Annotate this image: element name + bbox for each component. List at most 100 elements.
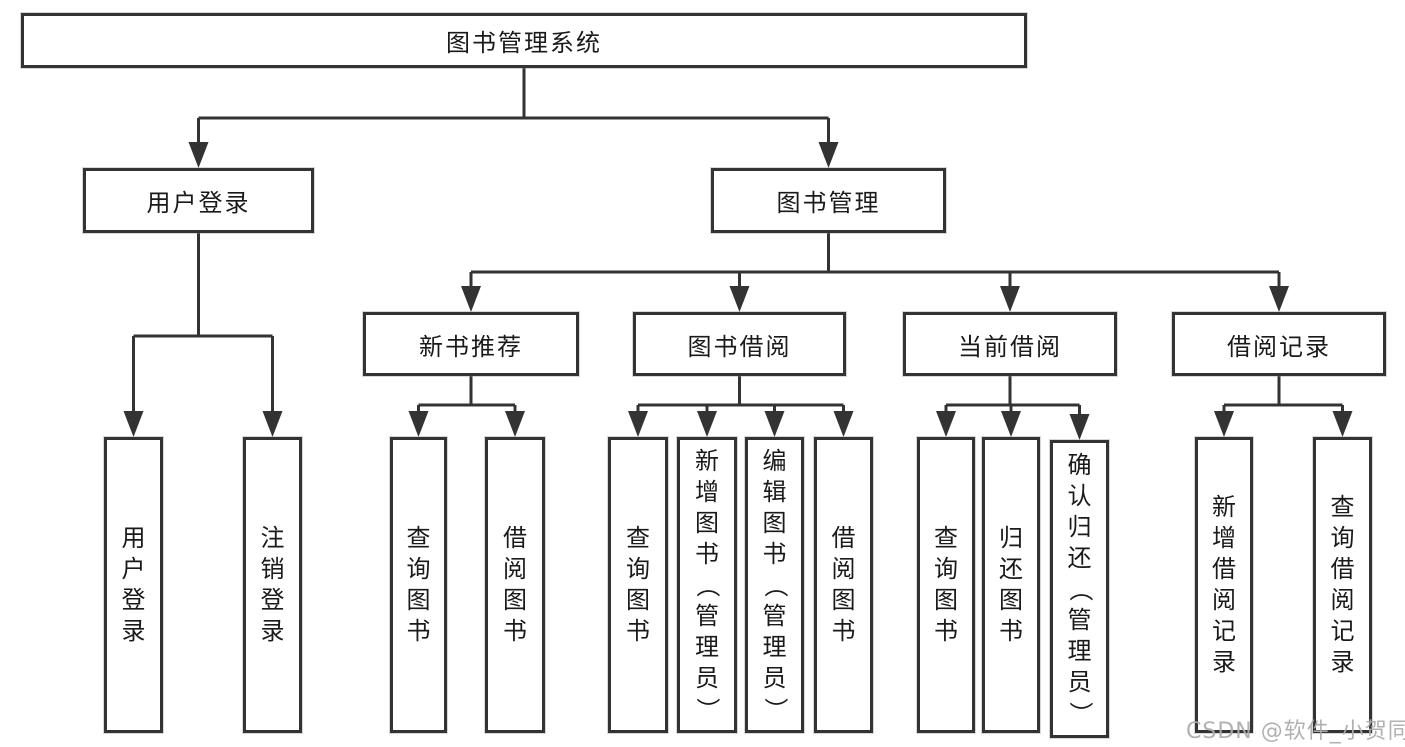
node-char: 注	[260, 524, 285, 552]
node-char: 员	[695, 663, 719, 692]
node-char: 还	[999, 555, 1023, 583]
node-char: 记	[1330, 617, 1355, 645]
node-char: 理	[762, 632, 787, 661]
node-nb-borrow-books: 借阅图书	[485, 437, 545, 733]
arrowhead-bb-borrow-books	[833, 411, 854, 437]
arrowhead-bb-add-book-admin	[697, 411, 717, 437]
node-char: 查	[406, 524, 431, 552]
connector-borrow-records	[1222, 376, 1344, 411]
node-char: 编	[762, 446, 787, 475]
node-char: 借	[831, 524, 856, 552]
csdn-watermark: CSDN @软件_小贺同学	[1186, 719, 1405, 744]
node-char: 户	[121, 555, 146, 583]
node-leaf-user-login: 用户登录	[104, 437, 163, 733]
node-char: 书	[503, 617, 527, 645]
node-char: 用	[121, 524, 146, 552]
node-char: 查	[934, 524, 958, 552]
node-char: 录	[1330, 648, 1355, 676]
node-char: 员	[762, 663, 787, 692]
node-char: 认	[1067, 481, 1092, 510]
node-char: 图	[999, 586, 1023, 614]
node-char: 图	[695, 508, 719, 537]
arrowhead-cb-return-book	[1001, 411, 1021, 437]
node-char: 辑	[762, 477, 787, 506]
node-char: 管	[762, 601, 787, 630]
node-user-login: 用户登录	[83, 168, 314, 233]
node-char: 图	[762, 508, 787, 537]
arrowhead-bb-edit-book-admin	[764, 411, 785, 437]
node-book-management: 图书管理	[711, 168, 946, 233]
node-char: 书	[999, 617, 1023, 645]
node-char: 录	[121, 617, 146, 645]
arrowhead-leaf-logout	[262, 411, 283, 437]
node-br-query-record: 查询借阅记录	[1313, 437, 1372, 733]
node-char: 图	[934, 586, 958, 614]
node-char: 阅	[503, 555, 527, 583]
node-char: 新	[695, 446, 719, 475]
arrowhead-leaf-user-login	[123, 411, 144, 437]
node-char: 阅	[1330, 586, 1355, 614]
node-char: （	[1066, 577, 1094, 601]
node-new-book-recommend: 新书推荐	[363, 312, 579, 376]
connector-root	[197, 68, 830, 142]
node-char: 借	[1212, 555, 1236, 583]
node-char: 询	[406, 555, 431, 583]
node-char: 归	[999, 524, 1023, 552]
node-char: 书	[406, 617, 431, 645]
node-char: 确	[1067, 450, 1092, 479]
connector-book-management	[469, 233, 1281, 286]
node-char: （	[761, 573, 789, 597]
node-cb-query-books: 查询图书	[917, 437, 975, 733]
node-char: 理	[1067, 636, 1092, 665]
node-char: 借	[1330, 555, 1355, 583]
node-char: 销	[260, 555, 285, 583]
node-char: 询	[1330, 524, 1355, 552]
arrowhead-nb-query-books	[408, 411, 429, 437]
node-char: 录	[1212, 648, 1236, 676]
arrowhead-nb-borrow-books	[505, 411, 525, 437]
node-char: 书	[934, 617, 958, 645]
arrowhead-br-add-record	[1214, 411, 1234, 437]
node-bb-borrow-books: 借阅图书	[814, 437, 873, 733]
node-root: 图书管理系统	[21, 13, 1027, 68]
node-char: 管	[1067, 605, 1092, 634]
node-leaf-logout: 注销登录	[243, 437, 302, 733]
node-char: 记	[1212, 617, 1236, 645]
connector-user-login	[132, 233, 274, 411]
node-cb-return-book: 归还图书	[982, 437, 1040, 733]
node-char: 询	[626, 555, 650, 583]
arrowhead-borrow-records	[1269, 286, 1289, 312]
node-char: 书	[695, 539, 719, 568]
arrowhead-book-borrow	[729, 286, 750, 312]
node-char: 图	[503, 586, 527, 614]
arrowhead-current-borrow	[1000, 286, 1020, 312]
arrowhead-book-management	[818, 142, 839, 168]
arrowhead-cb-query-books	[936, 411, 956, 437]
node-current-borrow: 当前借阅	[903, 312, 1117, 376]
node-br-add-record: 新增借阅记录	[1195, 437, 1253, 733]
node-bb-add-book-admin: 新增图书 （ 管理员 ）	[677, 437, 737, 733]
node-char: 登	[260, 586, 285, 614]
node-book-borrow: 图书借阅	[633, 312, 846, 376]
node-char: 理	[695, 632, 719, 661]
node-bb-query-books: 查询图书	[608, 437, 668, 733]
arrowhead-user-login	[188, 142, 209, 168]
node-char: 增	[695, 477, 719, 506]
node-char: 增	[1212, 524, 1236, 552]
node-char: 书	[762, 539, 787, 568]
node-char: （	[693, 573, 722, 597]
node-char: 管	[695, 601, 719, 630]
node-char: 查	[626, 524, 650, 552]
connector-book-borrow	[636, 376, 845, 411]
node-borrow-records: 借阅记录	[1172, 312, 1386, 376]
node-char: 图	[626, 586, 650, 614]
node-char: 查	[1330, 493, 1355, 521]
arrowhead-bb-query-books	[628, 411, 648, 437]
node-char: ）	[693, 697, 722, 721]
node-char: 书	[626, 617, 650, 645]
node-cb-confirm-return: 确认归还（管理员）	[1050, 440, 1109, 738]
node-char: 图	[831, 586, 856, 614]
